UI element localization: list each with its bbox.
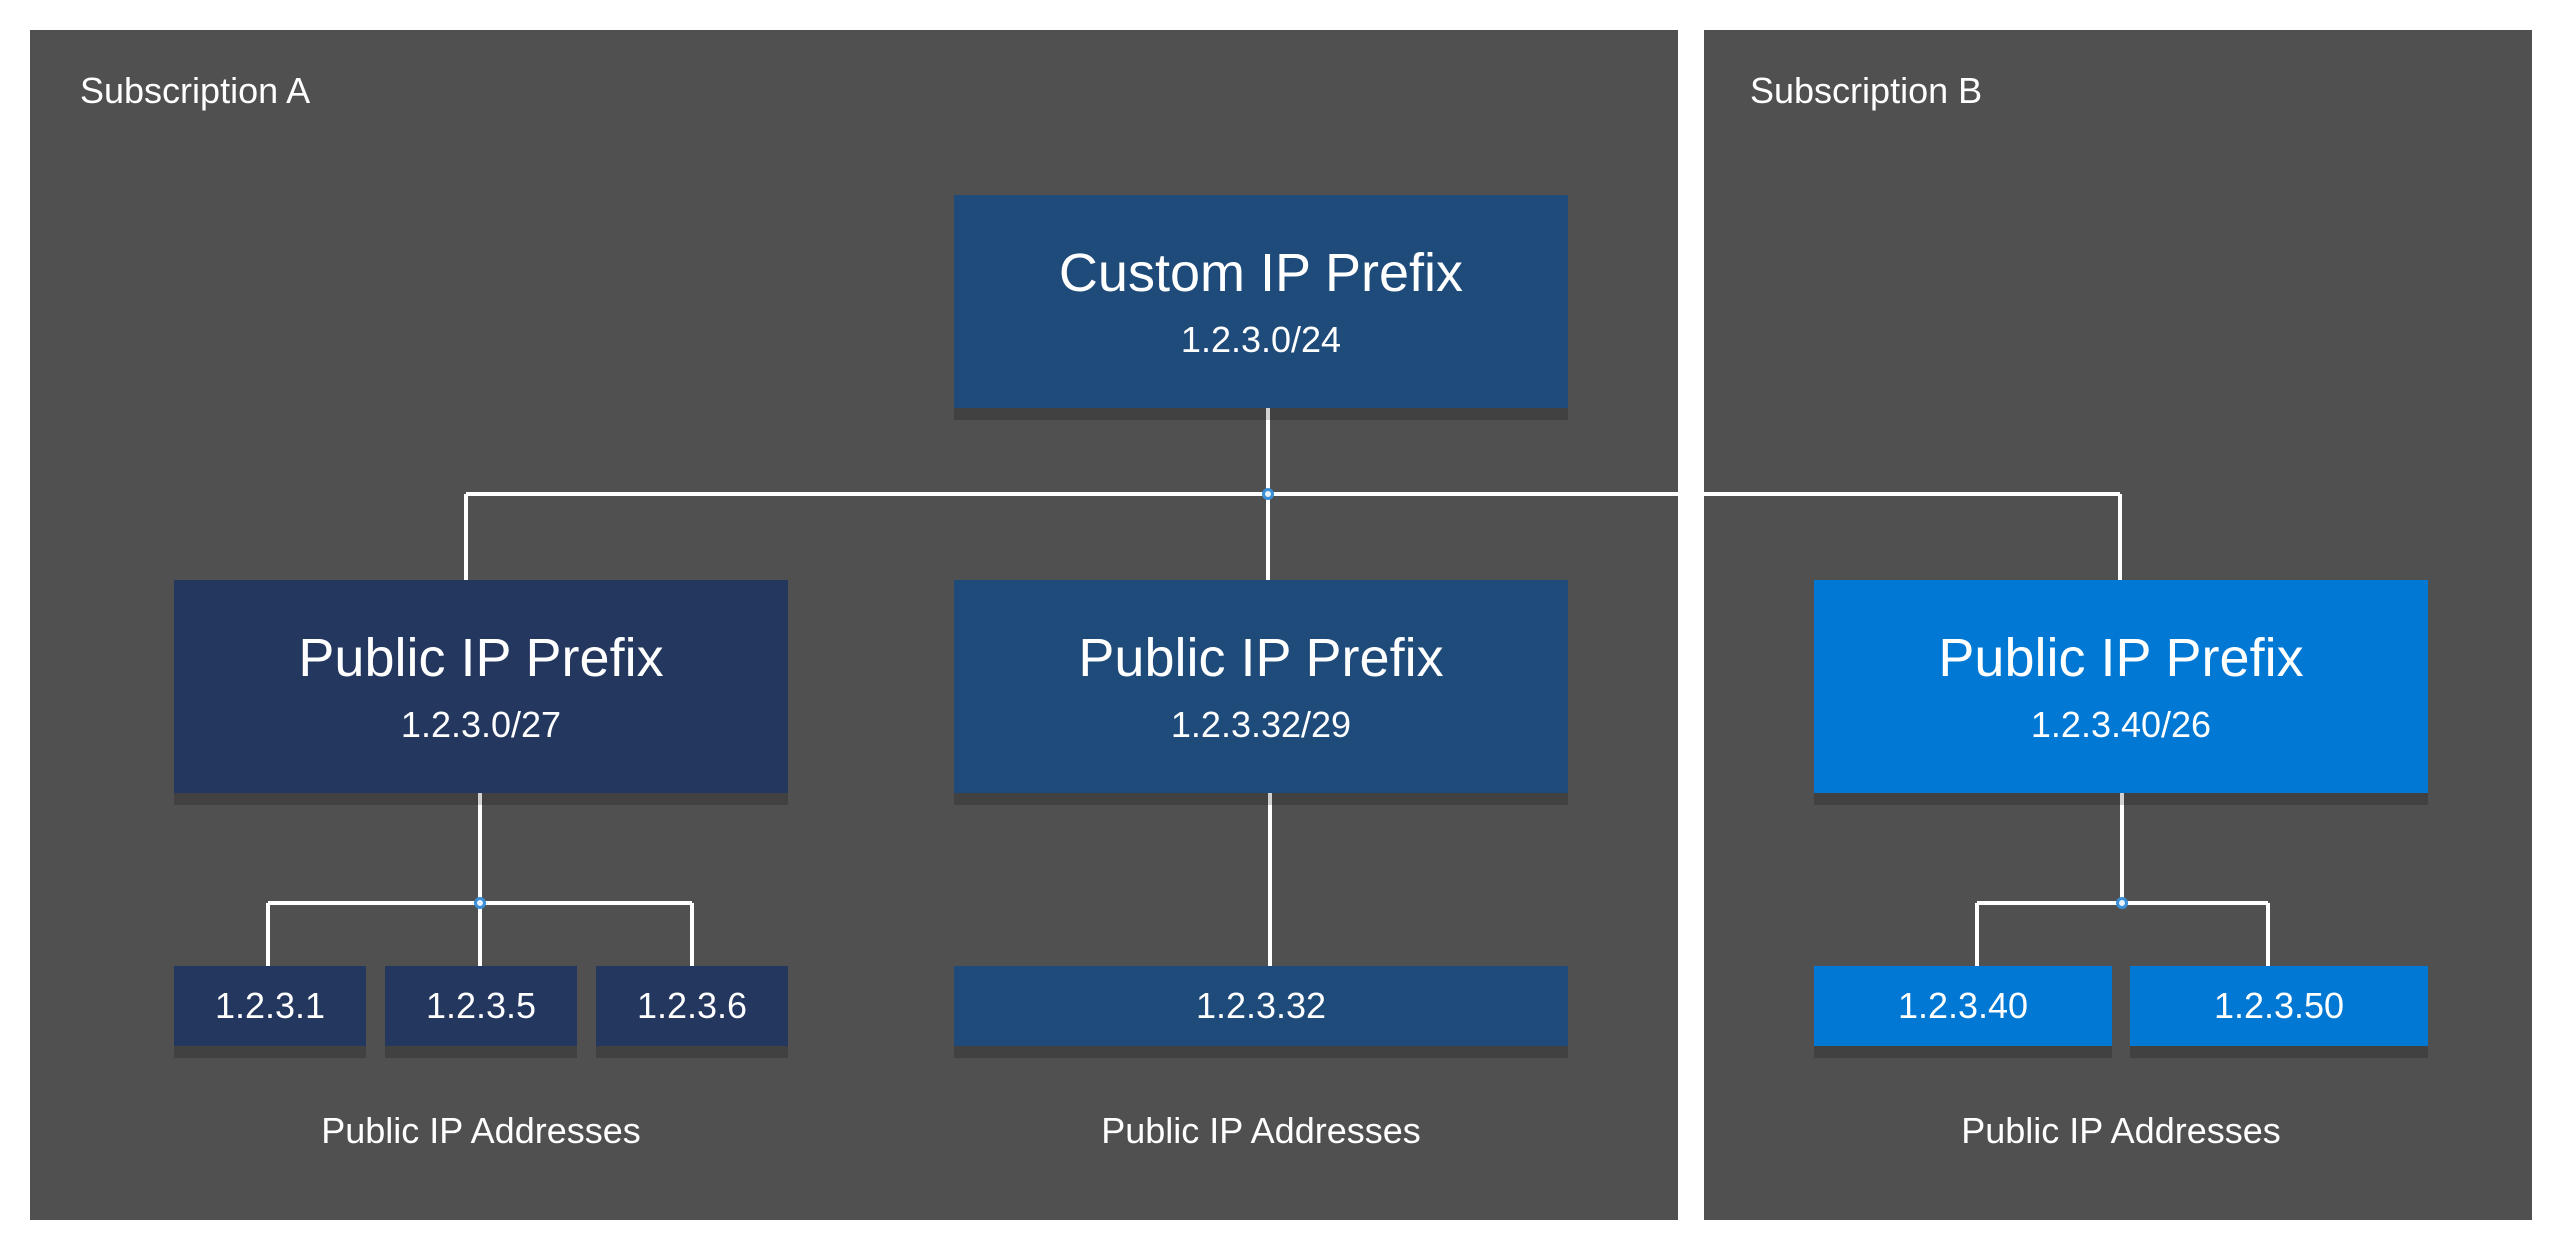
public-ip-address: 1.2.3.6 xyxy=(596,966,788,1046)
prefix-title: Public IP Prefix xyxy=(1078,628,1444,689)
public-ip-prefix-box: Public IP Prefix 1.2.3.0/27 xyxy=(174,580,788,793)
addresses-caption: Public IP Addresses xyxy=(1961,1110,2281,1151)
public-ip-address: 1.2.3.5 xyxy=(385,966,577,1046)
public-ip-prefix-box: Public IP Prefix 1.2.3.40/26 xyxy=(1814,580,2428,793)
prefix-cidr: 1.2.3.0/27 xyxy=(400,703,562,745)
addresses-caption: Public IP Addresses xyxy=(1101,1110,1421,1151)
public-ip-address: 1.2.3.32 xyxy=(954,966,1568,1046)
junction-dot xyxy=(1262,488,1274,500)
custom-prefix-cidr: 1.2.3.0/24 xyxy=(1180,318,1342,360)
public-ip-address: 1.2.3.1 xyxy=(174,966,366,1046)
prefix-title: Public IP Prefix xyxy=(298,628,664,689)
subscription-a-label: Subscription A xyxy=(80,70,311,111)
public-ip-address: 1.2.3.40 xyxy=(1814,966,2112,1046)
junction-dot xyxy=(474,897,486,909)
addresses-caption: Public IP Addresses xyxy=(321,1110,641,1151)
custom-ip-prefix-box: Custom IP Prefix 1.2.3.0/24 xyxy=(954,195,1568,408)
custom-prefix-title: Custom IP Prefix xyxy=(1058,243,1464,304)
public-ip-address: 1.2.3.50 xyxy=(2130,966,2428,1046)
junction-dot xyxy=(2116,897,2128,909)
subscription-b-label: Subscription B xyxy=(1750,70,1983,111)
public-ip-prefix-box: Public IP Prefix 1.2.3.32/29 xyxy=(954,580,1568,793)
prefix-cidr: 1.2.3.40/26 xyxy=(2030,703,2212,745)
prefix-cidr: 1.2.3.32/29 xyxy=(1170,703,1352,745)
prefix-title: Public IP Prefix xyxy=(1938,628,2304,689)
